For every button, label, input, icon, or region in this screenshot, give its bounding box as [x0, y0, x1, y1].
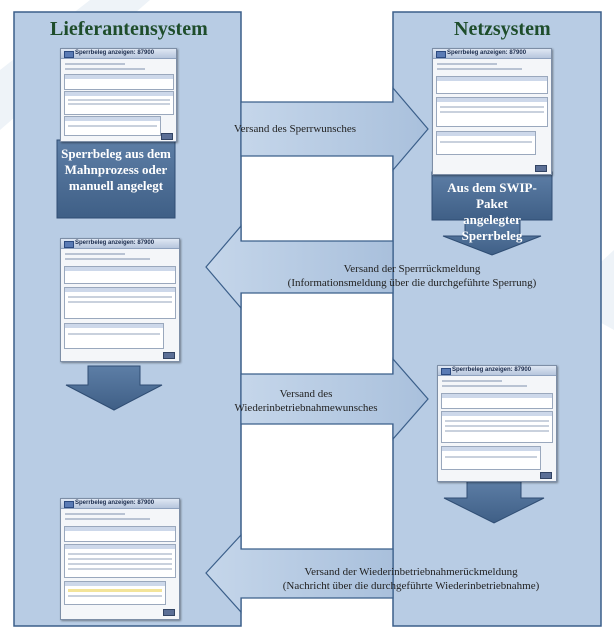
screenshot-title: Sperrbeleg anzeigen: 87900	[452, 367, 532, 373]
screenshot-title: Sperrbeleg anzeigen: 87900	[447, 50, 527, 56]
screenshot-titlebar: Sperrbeleg anzeigen: 87900	[61, 49, 176, 59]
message-line: (Informationsmeldung über die durchgefüh…	[287, 277, 537, 289]
screenshot-right-1: Sperrbeleg anzeigen: 87900	[432, 48, 552, 175]
screenshot-title: Sperrbeleg anzeigen: 87900	[75, 50, 155, 56]
message-sperrwunsch: Versand des Sperrwunsches	[205, 122, 385, 136]
arrow-wiederinbetriebnahmerueckmeldung	[205, 533, 394, 614]
left-origin-line-3: manuell angelegt	[68, 178, 164, 193]
right-system-title: Netzsystem	[454, 18, 551, 40]
down-arrow-right-2	[443, 479, 545, 524]
message-line: Wiederinbetriebnahmewunsches	[234, 402, 378, 414]
screenshot-titlebar: Sperrbeleg anzeigen: 87900	[438, 366, 556, 376]
arrow-wiederinbetriebnahmewunsch	[240, 357, 429, 441]
screenshot-left-1: Sperrbeleg anzeigen: 87900	[60, 48, 177, 142]
down-arrow-right-1	[442, 219, 542, 256]
message-wiederinbetriebnahmerueckmeldung: Versand der Wiederinbetriebnahmerückmeld…	[256, 565, 566, 593]
screenshot-left-2: Sperrbeleg anzeigen: 87900	[60, 238, 180, 362]
screenshot-titlebar: Sperrbeleg anzeigen: 87900	[61, 239, 179, 249]
message-line: Versand des Sperrwunsches	[233, 123, 357, 135]
left-origin-line-2: Mahnprozess oder	[64, 162, 168, 177]
window-icon	[64, 501, 74, 508]
message-line: (Nachricht über die durchgeführte Wieder…	[282, 580, 540, 592]
screenshot-titlebar: Sperrbeleg anzeigen: 87900	[433, 49, 551, 59]
message-line: Versand der Wiederinbetriebnahmerückmeld…	[304, 566, 518, 578]
right-origin-label: Aus dem SWIP-Paket angelegter Sperrbeleg	[432, 180, 552, 244]
right-origin-line-1: Aus dem SWIP-Paket	[447, 180, 537, 211]
right-origin-line-2: angelegter Sperrbeleg	[461, 212, 523, 243]
down-arrow-left	[65, 365, 163, 411]
window-icon	[441, 368, 451, 375]
screenshot-left-3: Sperrbeleg anzeigen: 87900	[60, 498, 180, 620]
screenshot-title: Sperrbeleg anzeigen: 87900	[75, 240, 155, 246]
arrow-sperrrueckmeldung	[205, 224, 394, 310]
screenshot-title: Sperrbeleg anzeigen: 87900	[75, 500, 155, 506]
left-origin-line-1: Sperrbeleg aus dem	[61, 146, 171, 161]
message-wiederinbetriebnahmewunsch: Versand des Wiederinbetriebnahmewunsches	[216, 387, 396, 415]
message-sperrrueckmeldung: Versand der Sperrrückmeldung (Informatio…	[262, 262, 562, 290]
window-icon	[64, 241, 74, 248]
message-line: Versand des	[279, 388, 333, 400]
screenshot-titlebar: Sperrbeleg anzeigen: 87900	[61, 499, 179, 509]
left-origin-label: Sperrbeleg aus dem Mahnprozess oder manu…	[57, 146, 175, 194]
window-icon	[436, 51, 446, 58]
arrow-sperrwunsch	[240, 86, 429, 172]
message-line: Versand der Sperrrückmeldung	[343, 263, 481, 275]
left-system-title: Lieferantensystem	[50, 18, 208, 40]
screenshot-right-2: Sperrbeleg anzeigen: 87900	[437, 365, 557, 482]
window-icon	[64, 51, 74, 58]
